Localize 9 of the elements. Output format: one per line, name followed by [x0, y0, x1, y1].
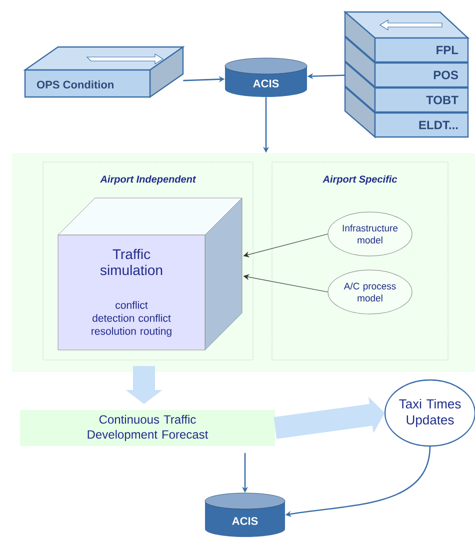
node-label: ELDT... — [419, 120, 458, 130]
database-cylinder: ACIS — [224, 58, 308, 97]
node-label: OPS Condition — [36, 80, 114, 89]
database-cylinder: ACIS — [204, 492, 286, 537]
simulation-cube: Traffic simulation conflict detection conflict resolution routing — [58, 198, 242, 350]
node-label: FPL — [436, 46, 458, 54]
node-label: TOBT — [426, 96, 458, 104]
node-label: POS — [434, 70, 458, 80]
forecast-band: Continuous Traffic Development Forecast — [20, 410, 275, 446]
